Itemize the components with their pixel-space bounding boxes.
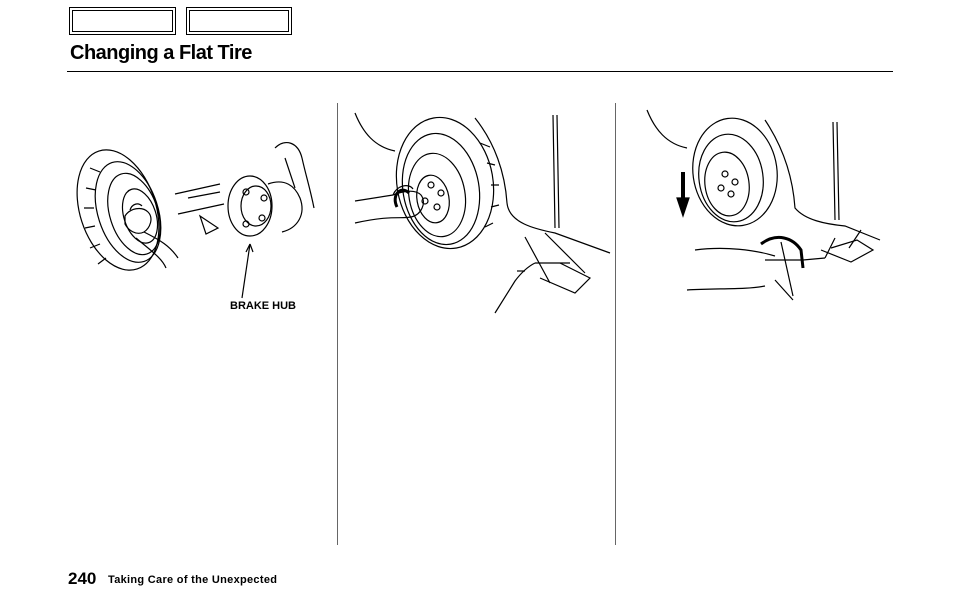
- lower-vehicle-illustration: [625, 100, 881, 320]
- nav-tab-1[interactable]: [69, 7, 176, 35]
- page-title: Changing a Flat Tire: [70, 42, 252, 64]
- page-number: 240: [68, 569, 97, 588]
- column-divider: [615, 103, 616, 545]
- brake-hub-illustration: BRAKE HUB: [70, 128, 325, 323]
- nav-tab-2[interactable]: [186, 7, 292, 35]
- title-rule: [67, 71, 893, 72]
- brake-hub-label: BRAKE HUB: [230, 300, 296, 312]
- column-divider: [337, 103, 338, 545]
- mount-spare-illustration: [345, 103, 611, 318]
- section-title: Taking Care of the Unexpected: [108, 574, 278, 586]
